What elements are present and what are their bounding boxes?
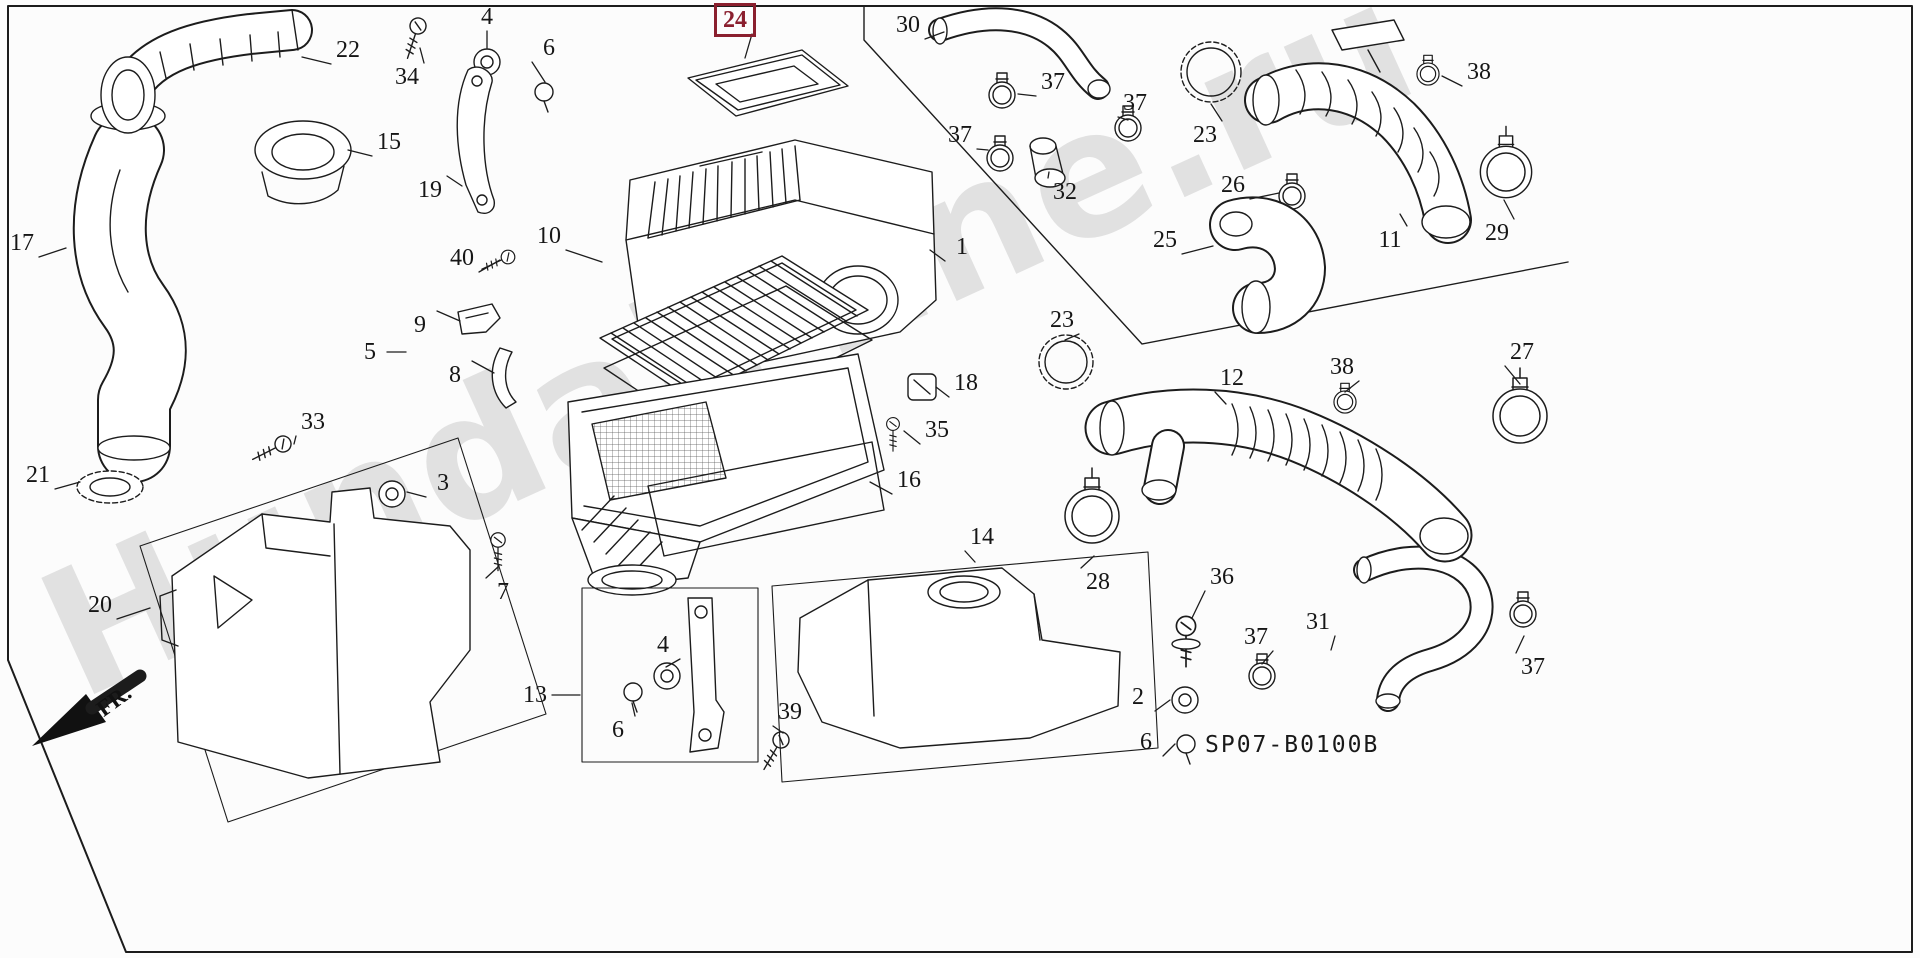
callout-15[interactable]: 15 [377, 129, 401, 155]
part-32-joint [1029, 137, 1066, 188]
callout-11[interactable]: 11 [1378, 227, 1402, 253]
callout-9[interactable]: 9 [414, 312, 426, 338]
callout-37[interactable]: 37 [948, 122, 972, 148]
callout-6[interactable]: 6 [1140, 729, 1152, 755]
callout-23[interactable]: 23 [1193, 122, 1217, 148]
callout-20[interactable]: 20 [88, 592, 112, 618]
callout-37[interactable]: 37 [1521, 654, 1545, 680]
callout-7[interactable]: 7 [497, 579, 509, 605]
callout-5[interactable]: 5 [364, 339, 376, 365]
group-frame-13 [581, 587, 759, 763]
callout-26[interactable]: 26 [1221, 172, 1245, 198]
part-19-bracket [456, 66, 495, 214]
group-frame-14 [771, 551, 1159, 783]
callout-21[interactable]: 21 [26, 462, 50, 488]
callout-19[interactable]: 19 [418, 177, 442, 203]
callout-35[interactable]: 35 [925, 417, 949, 443]
part-23-oring-mid [1038, 334, 1094, 390]
part-14-resonator [797, 567, 1121, 749]
front-direction-arrow [32, 669, 147, 746]
callout-31[interactable]: 31 [1306, 609, 1330, 635]
callout-37[interactable]: 37 [1041, 69, 1065, 95]
callout-36[interactable]: 36 [1210, 564, 1234, 590]
callout-22[interactable]: 22 [336, 37, 360, 63]
part-30-hose [928, 7, 1111, 100]
callout-6[interactable]: 6 [543, 35, 555, 61]
callout-12[interactable]: 12 [1220, 365, 1244, 391]
part-9-clip [457, 303, 501, 335]
part-15-funnel [254, 120, 352, 205]
callout-16[interactable]: 16 [897, 467, 921, 493]
part-22-inlet-duct [100, 9, 313, 134]
callout-34[interactable]: 34 [395, 64, 419, 90]
callout-17[interactable]: 17 [10, 230, 34, 256]
callout-25[interactable]: 25 [1153, 227, 1177, 253]
callout-40[interactable]: 40 [450, 245, 474, 271]
callout-29[interactable]: 29 [1485, 220, 1509, 246]
part-20-resonator [159, 487, 471, 779]
callout-3[interactable]: 3 [437, 470, 449, 496]
callout-1[interactable]: 1 [956, 234, 968, 260]
diagram-code: SP07-B0100B [1205, 732, 1380, 758]
callout-8[interactable]: 8 [449, 362, 461, 388]
callout-37[interactable]: 37 [1123, 90, 1147, 116]
callout-27[interactable]: 27 [1510, 339, 1534, 365]
part-12-air-tube [1084, 388, 1473, 563]
callout-10[interactable]: 10 [537, 223, 561, 249]
part-36-bolt [1171, 615, 1201, 668]
part-8-stay [491, 347, 517, 409]
callout-23[interactable]: 23 [1050, 307, 1074, 333]
callout-4[interactable]: 4 [657, 632, 669, 658]
part-25-duct [1209, 196, 1326, 334]
callout-38[interactable]: 38 [1330, 354, 1354, 380]
part-16-lower-case [567, 353, 885, 596]
callout-14[interactable]: 14 [970, 524, 994, 550]
part-23-oring-top [1180, 41, 1242, 103]
part-21-ring [76, 470, 144, 504]
callout-33[interactable]: 33 [301, 409, 325, 435]
callout-18[interactable]: 18 [954, 370, 978, 396]
callout-39[interactable]: 39 [778, 699, 802, 725]
callout-13[interactable]: 13 [523, 682, 547, 708]
callout-37[interactable]: 37 [1244, 624, 1268, 650]
callout-2[interactable]: 2 [1132, 684, 1144, 710]
leader-lines [38, 30, 1525, 757]
inset-boundary [863, 5, 1569, 345]
callout-38[interactable]: 38 [1467, 59, 1491, 85]
callout-4[interactable]: 4 [481, 4, 493, 30]
callout-24-highlighted[interactable]: 24 [714, 3, 756, 37]
diagram-border [7, 5, 1913, 953]
callout-32[interactable]: 32 [1053, 179, 1077, 205]
part-24-cover-plate [687, 49, 849, 117]
callout-30[interactable]: 30 [896, 12, 920, 38]
callout-6[interactable]: 6 [612, 717, 624, 743]
part-11-air-flow-tube [1244, 19, 1472, 244]
callout-28[interactable]: 28 [1086, 569, 1110, 595]
part-13-bracket [687, 597, 725, 753]
part-31-hose [1353, 545, 1494, 712]
